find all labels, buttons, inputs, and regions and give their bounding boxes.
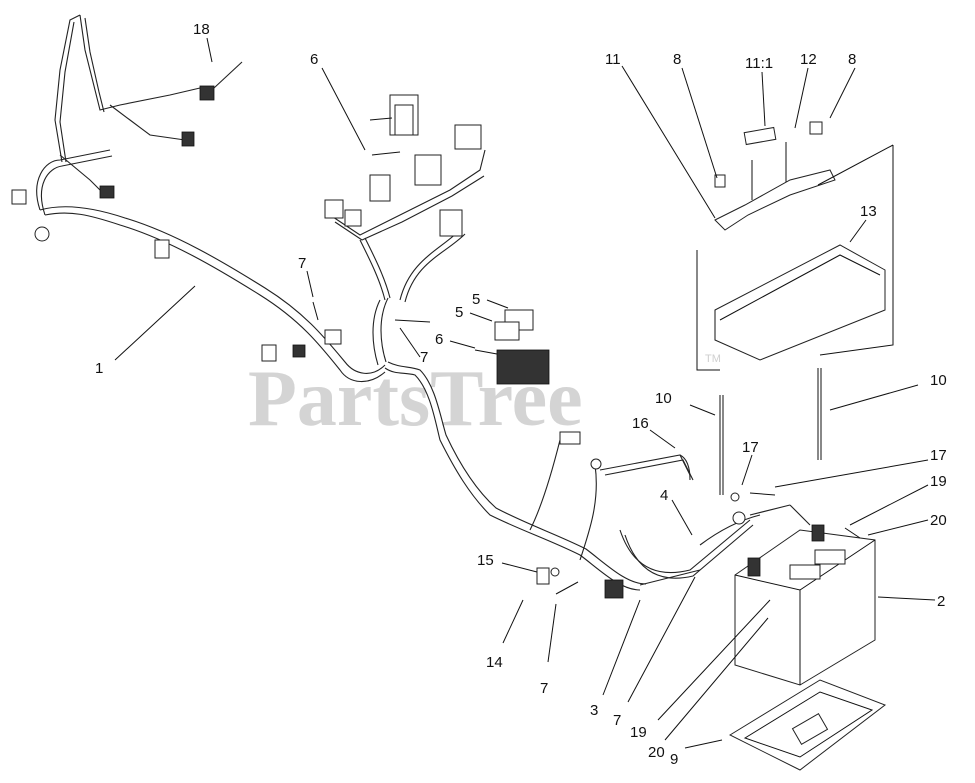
callout-5: 5: [472, 291, 480, 308]
callout-1: 1: [95, 360, 103, 377]
callout-9: 9: [670, 751, 678, 768]
battery-terminal-pos: [747, 557, 761, 577]
callout-2: 2: [937, 593, 945, 610]
callout-7: 7: [420, 349, 428, 366]
clip-8b: [809, 121, 823, 135]
callout-7: 7: [540, 680, 548, 697]
battery: [734, 524, 876, 686]
callout-6: 6: [310, 51, 318, 68]
connector-clip-a: [11, 189, 27, 205]
bolt-14: [536, 567, 550, 585]
relay-f: [439, 209, 463, 237]
harness-connectors: [11, 85, 746, 599]
connector-18-plug: [199, 85, 215, 101]
relay-cluster: [324, 94, 482, 237]
callout-15: 15: [477, 552, 494, 569]
washer-15: [550, 567, 560, 577]
relay-e: [344, 209, 362, 227]
leader-lines: [114, 37, 936, 749]
ring-terminal-a: [590, 458, 602, 470]
wire-16: [679, 454, 691, 481]
callout-12: 12: [800, 51, 817, 68]
fuse-holder: [496, 349, 550, 385]
connector-3: [604, 579, 624, 599]
fuse-block: [474, 309, 550, 385]
fuse-b: [494, 321, 520, 341]
relay-a: [454, 124, 482, 150]
callout-17: 17: [930, 447, 947, 464]
decal-11-1: [743, 126, 777, 146]
grommet: [261, 344, 277, 362]
callout-3: 3: [590, 702, 598, 719]
callout-20: 20: [930, 512, 947, 529]
callout-4: 4: [660, 487, 668, 504]
callout-19: 19: [930, 473, 947, 490]
battery-body: [734, 529, 876, 686]
callout-labels: 18 6 11 8 11:1 12 8 13 7 5 5 6 7 1 10 10…: [95, 21, 947, 768]
callout-13: 13: [860, 203, 877, 220]
callout-8: 8: [848, 51, 856, 68]
connector-plug-b: [99, 185, 115, 199]
relay-c: [369, 174, 391, 202]
screw-17: [749, 492, 776, 496]
callout-20: 20: [648, 744, 665, 761]
harness-clamp: [154, 239, 170, 259]
callout-14: 14: [486, 654, 503, 671]
nut-20: [844, 527, 861, 539]
battery-cell-a: [789, 564, 821, 580]
wire-18: [213, 61, 243, 89]
callout-18: 18: [193, 21, 210, 38]
callout-17: 17: [742, 439, 759, 456]
connector-plug-a: [181, 131, 195, 147]
holddown-bracket: [714, 169, 836, 231]
battery-cover-13: [714, 244, 886, 361]
callout-7: 7: [613, 712, 621, 729]
battery-terminal-neg: [811, 524, 825, 542]
connector-plug-d: [324, 329, 342, 345]
watermark-tm: TM: [705, 353, 721, 365]
ring-terminal-b: [732, 511, 746, 525]
relay-b: [414, 154, 442, 186]
ring-terminal-c: [730, 492, 740, 502]
relay-d: [324, 199, 344, 219]
connector-plug-c: [292, 344, 306, 358]
tie-strap-a: [312, 301, 319, 321]
clip-8a: [714, 174, 726, 188]
callout-11-1: 11:1: [745, 55, 773, 72]
callout-10: 10: [655, 390, 672, 407]
connector-clip-b: [34, 226, 50, 242]
battery-holddown: [696, 121, 894, 495]
connector-plug-e: [559, 431, 581, 445]
callout-5: 5: [455, 304, 463, 321]
callout-10: 10: [930, 372, 947, 389]
callout-19: 19: [630, 724, 647, 741]
callout-8: 8: [673, 51, 681, 68]
tray-slot: [791, 713, 829, 745]
callout-7: 7: [298, 255, 306, 272]
main-wire-harness: [36, 14, 811, 591]
strap-7: [555, 581, 579, 595]
callout-6: 6: [435, 331, 443, 348]
battery-tray: [728, 679, 887, 771]
tie-strap-b: [394, 319, 431, 323]
callout-11: 11: [605, 51, 621, 68]
battery-cell-b: [814, 549, 846, 565]
callout-16: 16: [632, 415, 649, 432]
